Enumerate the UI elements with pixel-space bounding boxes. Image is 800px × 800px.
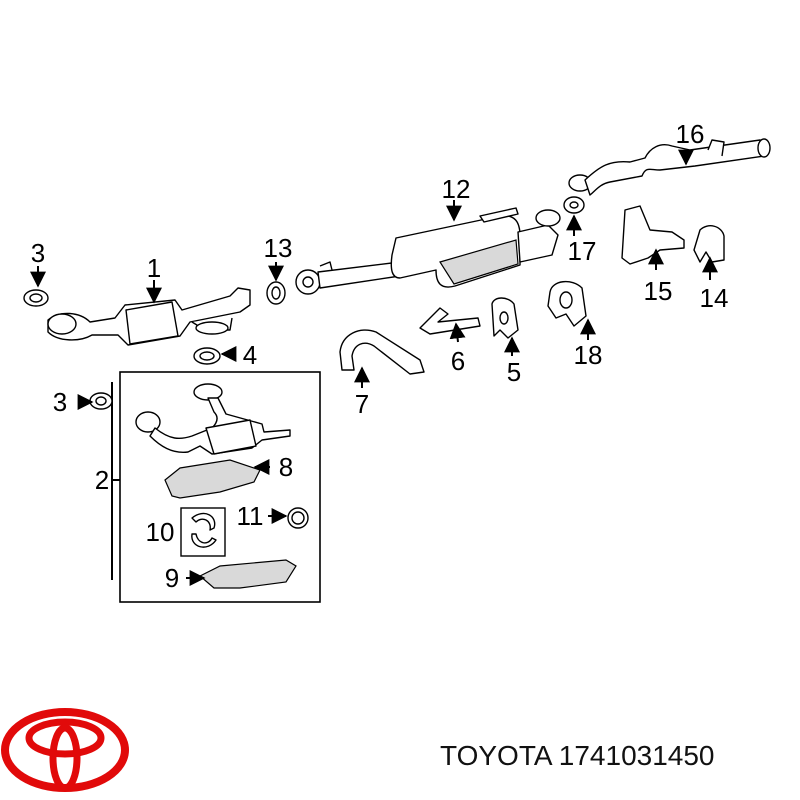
front-pipe-assembly: [47, 287, 251, 346]
callout-7: 7: [355, 389, 369, 419]
callout-13: 13: [264, 233, 293, 263]
part-number: 1741031450: [558, 740, 715, 771]
callout-3-bottom: 3: [53, 387, 67, 417]
callout-15: 15: [644, 276, 673, 306]
tail-pipe: [568, 138, 771, 196]
bracket-6: [419, 307, 481, 335]
callout-5: 5: [507, 357, 521, 387]
callout-12: 12: [442, 174, 471, 204]
callout-3-top: 3: [31, 238, 45, 268]
muffler-assembly: [295, 207, 561, 295]
callout-9: 9: [165, 563, 179, 593]
shield-9: [198, 559, 297, 589]
callout-1: 1: [147, 253, 161, 283]
strap-7: [339, 329, 425, 375]
converter-detail-box: [119, 371, 321, 603]
callout-14: 14: [700, 283, 729, 313]
callout-17: 17: [568, 236, 597, 266]
callout-11: 11: [237, 501, 264, 531]
callout-2: 2: [95, 465, 109, 495]
callout-16: 16: [676, 119, 705, 149]
bracket-15: [621, 205, 685, 265]
heat-shield-8: [164, 459, 261, 499]
callout-18: 18: [574, 340, 603, 370]
part-caption: TOYOTA 1741031450: [440, 740, 780, 772]
callout-4: 4: [243, 340, 257, 370]
hanger-14: [693, 225, 725, 263]
toyota-logo-icon: [1, 708, 129, 792]
callout-10: 10: [146, 517, 175, 547]
callout-6: 6: [451, 346, 465, 376]
callout-8: 8: [279, 452, 293, 482]
brand-name: TOYOTA: [440, 740, 551, 771]
converter-2: [135, 383, 291, 455]
